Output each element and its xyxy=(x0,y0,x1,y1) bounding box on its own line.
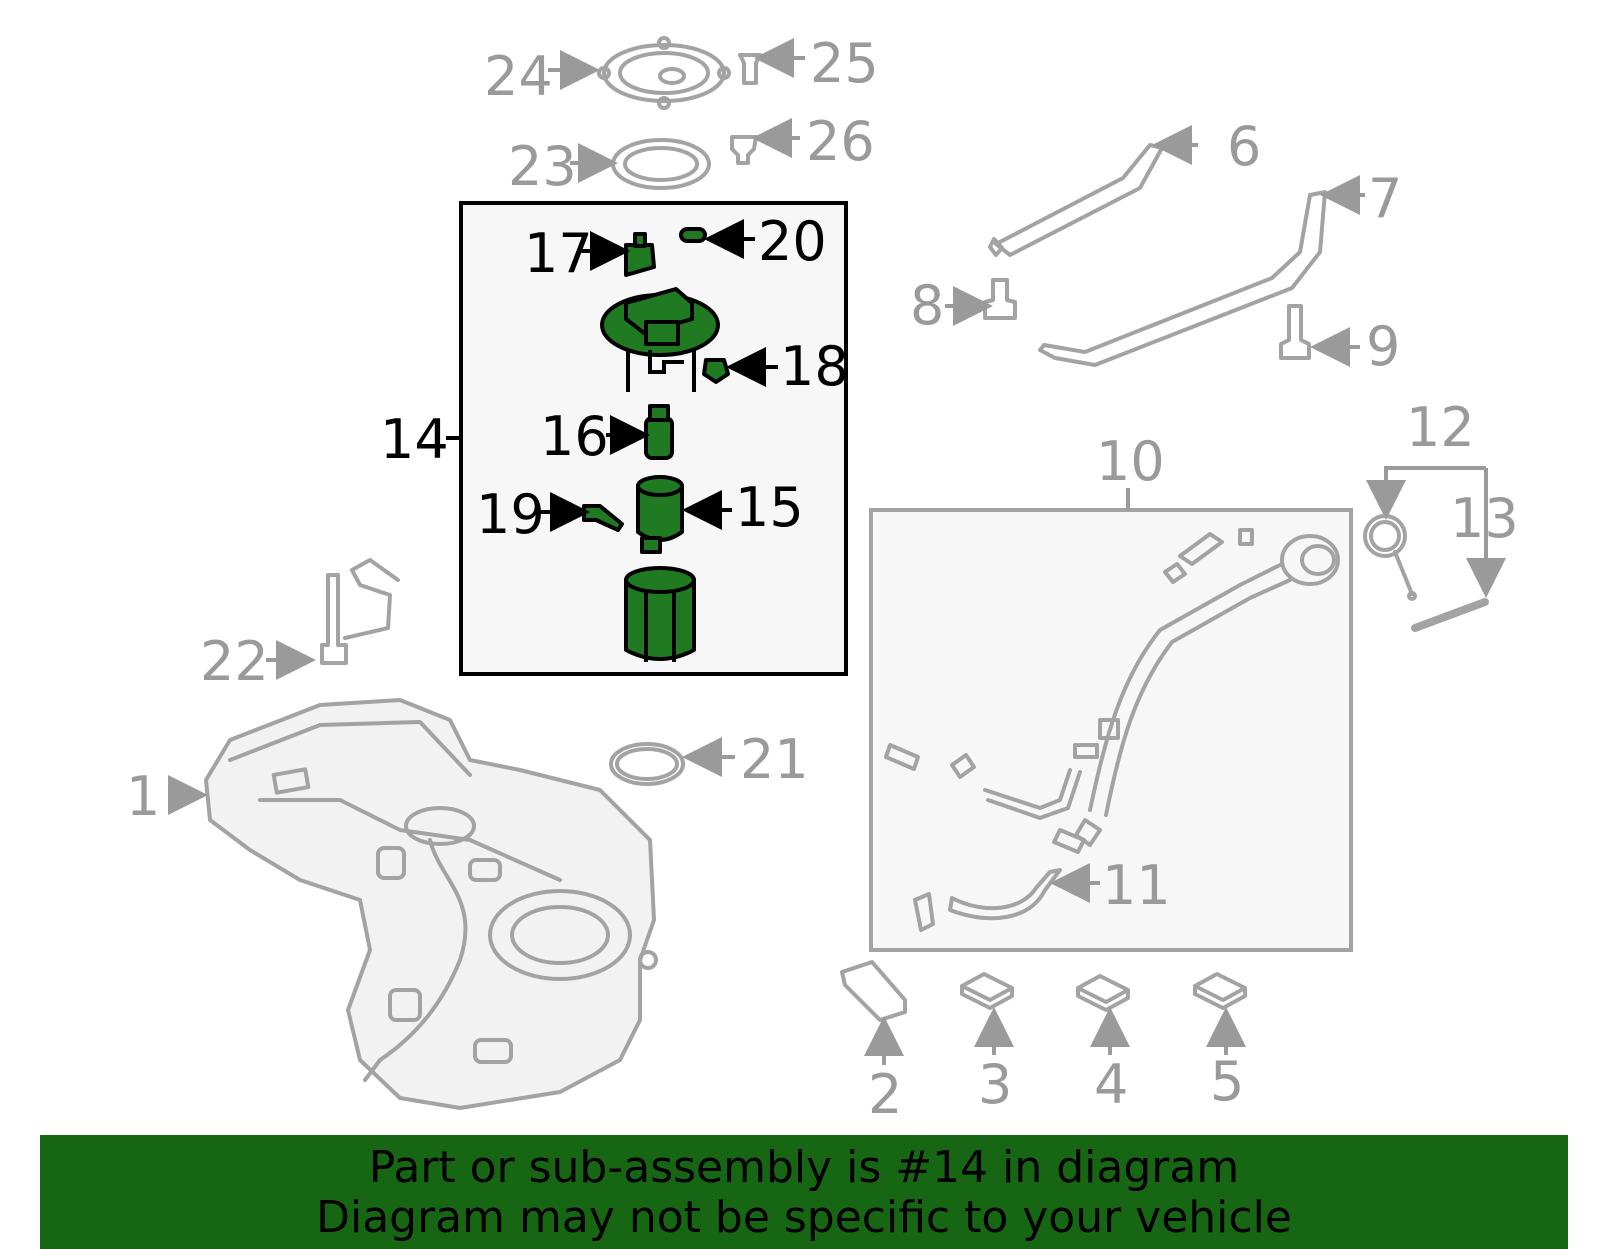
callout-10: 10 xyxy=(1096,430,1165,493)
part-9-bolt xyxy=(1279,304,1311,360)
callout-21: 21 xyxy=(740,728,809,791)
banner-line-2: Diagram may not be specific to your vehi… xyxy=(316,1192,1292,1243)
part-10-filler-neck xyxy=(884,528,1340,854)
callout-24: 24 xyxy=(484,45,553,108)
part-7-strap xyxy=(1038,190,1327,367)
callout-25: 25 xyxy=(810,32,879,95)
callout-6: 6 xyxy=(1227,115,1261,178)
callout-1: 1 xyxy=(126,765,160,828)
part-1-fuel-tank xyxy=(204,698,658,1110)
part-8-bolt xyxy=(983,278,1017,320)
callout-14: 14 xyxy=(380,408,449,471)
callout-4: 4 xyxy=(1094,1053,1128,1116)
part-23-gasket xyxy=(611,138,711,190)
callout-12: 12 xyxy=(1406,396,1475,459)
info-banner: Part or sub-assembly is #14 in diagram D… xyxy=(40,1135,1568,1249)
callout-5: 5 xyxy=(1210,1050,1244,1113)
callout-15: 15 xyxy=(735,476,804,539)
part-13-tether xyxy=(1411,598,1489,632)
part-15-pump xyxy=(636,475,684,554)
callout-9: 9 xyxy=(1366,315,1400,378)
leader-arrows xyxy=(168,38,1506,1065)
callout-22: 22 xyxy=(200,630,269,693)
callout-3: 3 xyxy=(978,1053,1012,1116)
part-21-gasket-ring xyxy=(609,742,685,786)
part-26-nut xyxy=(730,135,758,165)
callout-8: 8 xyxy=(910,274,944,337)
part-16-filter xyxy=(644,404,674,460)
part-24-flange-plate xyxy=(597,36,731,110)
callout-20: 20 xyxy=(758,210,827,273)
part-25-bolt xyxy=(738,53,762,85)
part-18-connector xyxy=(702,358,730,384)
callout-26: 26 xyxy=(806,110,875,173)
part-6-strap xyxy=(988,143,1164,257)
part-17-valve xyxy=(624,232,656,277)
part-4-pad xyxy=(1076,974,1130,1012)
callout-labels: 1 2 3 4 5 6 7 8 9 10 11 12 13 14 15 16 1… xyxy=(126,32,1519,1126)
part-20-plug xyxy=(679,227,707,243)
callout-11: 11 xyxy=(1102,854,1171,917)
callout-18: 18 xyxy=(780,335,849,398)
banner-line-1: Part or sub-assembly is #14 in diagram xyxy=(368,1142,1240,1193)
callout-13: 13 xyxy=(1450,487,1519,550)
callout-19: 19 xyxy=(476,483,545,546)
callout-23: 23 xyxy=(508,135,577,198)
part-22-sender xyxy=(320,558,400,665)
callout-7: 7 xyxy=(1368,167,1402,230)
callout-17: 17 xyxy=(524,222,593,285)
callout-16: 16 xyxy=(540,405,609,468)
part-5-pad xyxy=(1193,972,1247,1010)
part-12-fuel-cap xyxy=(1363,514,1417,601)
reservoir-bucket xyxy=(624,566,696,662)
part-2-pad xyxy=(840,960,907,1022)
part-3-pad xyxy=(960,972,1014,1010)
callout-2: 2 xyxy=(868,1063,902,1126)
pump-module-flange xyxy=(600,287,720,392)
